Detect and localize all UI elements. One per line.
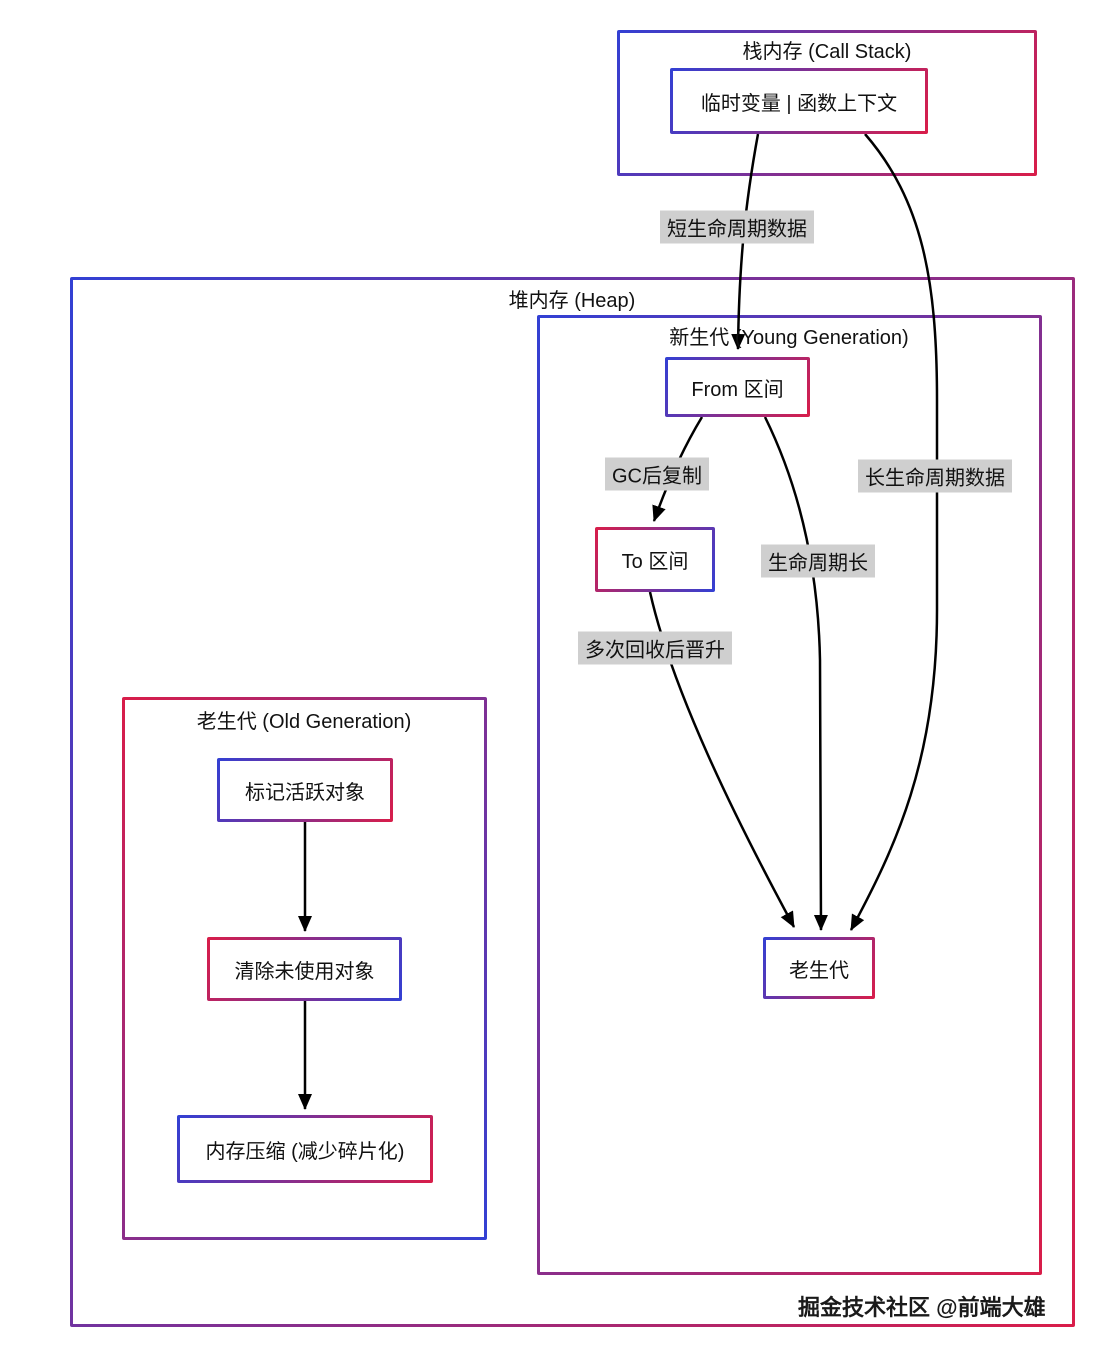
node-from-space: From 区间: [665, 357, 810, 417]
node-memory-compaction: 内存压缩 (减少碎片化): [177, 1115, 433, 1183]
call-stack-title: 栈内存 (Call Stack): [742, 41, 912, 63]
old-generation-title: 老生代 (Old Generation): [196, 711, 412, 733]
edge-label-long-lifecycle: 长生命周期数据: [858, 459, 1012, 493]
heap-title: 堆内存 (Heap): [508, 290, 636, 312]
node-sweep-unused-objects: 清除未使用对象: [207, 937, 402, 1001]
edge-label-promotion: 多次回收后晋升: [578, 631, 732, 665]
node-to-space: To 区间: [595, 527, 715, 592]
watermark: 掘金技术社区 @前端大雄: [798, 1295, 1046, 1320]
edge-label-gc-copy: GC后复制: [605, 457, 709, 491]
edge-label-lifecycle-long: 生命周期长: [761, 544, 875, 578]
node-old-generation: 老生代: [763, 937, 875, 999]
young-generation-title: 新生代 (Young Generation): [669, 327, 909, 349]
node-temp-variables: 临时变量 | 函数上下文: [670, 68, 928, 134]
edge-label-short-lifecycle: 短生命周期数据: [660, 210, 814, 244]
node-mark-active-objects: 标记活跃对象: [217, 758, 393, 822]
